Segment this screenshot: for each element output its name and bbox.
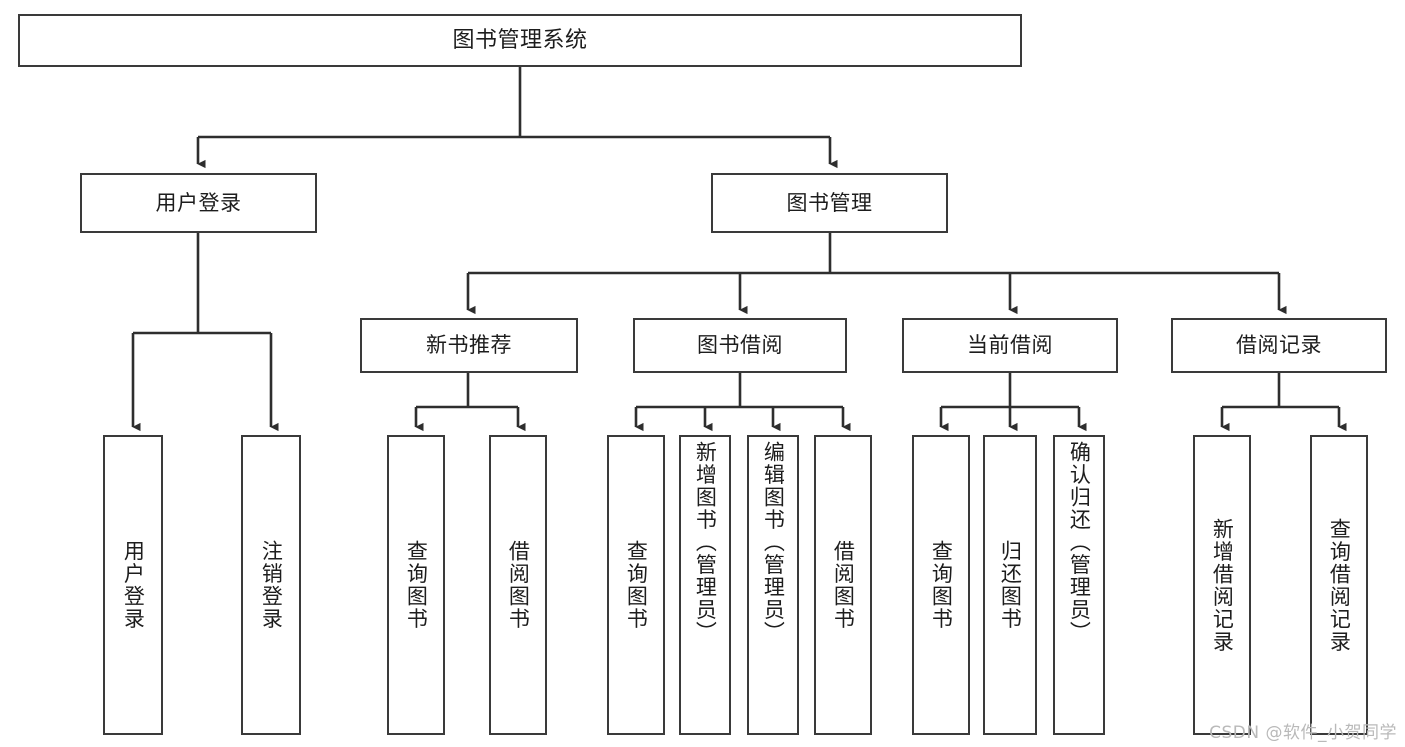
leaf-add-book-admin[interactable]: 新增图书（管理员） [679,435,731,735]
node-new-book-recommend[interactable]: 新书推荐 [360,318,578,373]
node-label: 当前借阅 [967,333,1053,357]
node-label: 查询图书 [404,540,429,630]
node-label: 注销登录 [259,540,284,630]
node-label: 查询图书 [624,540,649,630]
node-label: 用户登录 [121,540,146,630]
node-label: 归还图书 [998,540,1023,630]
leaf-borrow-book-2[interactable]: 借阅图书 [814,435,872,735]
node-book-management[interactable]: 图书管理 [711,173,948,233]
leaf-add-borrow-record[interactable]: 新增借阅记录 [1193,435,1251,735]
node-label: 借阅图书 [506,540,531,630]
leaf-edit-book-admin[interactable]: 编辑图书（管理员） [747,435,799,735]
leaf-return-book[interactable]: 归还图书 [983,435,1037,735]
leaf-confirm-return-admin[interactable]: 确认归还（管理员） [1053,435,1105,735]
node-label: 借阅记录 [1236,333,1322,357]
node-user-login[interactable]: 用户登录 [80,173,317,233]
node-label: 新书推荐 [426,333,512,357]
node-label: 图书借阅 [697,333,783,357]
node-label: 新增图书（管理员） [693,441,718,644]
node-label: 查询借阅记录 [1327,517,1352,653]
node-label: 编辑图书（管理员） [761,441,786,644]
node-label: 用户登录 [155,190,242,215]
leaf-query-borrow-record[interactable]: 查询借阅记录 [1310,435,1368,735]
node-label: 查询图书 [929,540,954,630]
leaf-user-login[interactable]: 用户登录 [103,435,163,735]
node-root-book-management-system[interactable]: 图书管理系统 [18,14,1022,67]
leaf-logout[interactable]: 注销登录 [241,435,301,735]
node-book-borrow[interactable]: 图书借阅 [633,318,847,373]
node-label: 新增借阅记录 [1210,517,1235,653]
node-borrow-record[interactable]: 借阅记录 [1171,318,1387,373]
node-label: 图书管理 [786,190,873,215]
node-label: 确认归还（管理员） [1067,441,1092,644]
node-label: 图书管理系统 [452,27,588,53]
leaf-borrow-book-1[interactable]: 借阅图书 [489,435,547,735]
csdn-watermark: CSDN @软件_小贺同学 [1209,723,1397,743]
node-label: 借阅图书 [831,540,856,630]
node-current-borrow[interactable]: 当前借阅 [902,318,1118,373]
leaf-query-book-1[interactable]: 查询图书 [387,435,445,735]
leaf-query-book-3[interactable]: 查询图书 [912,435,970,735]
leaf-query-book-2[interactable]: 查询图书 [607,435,665,735]
